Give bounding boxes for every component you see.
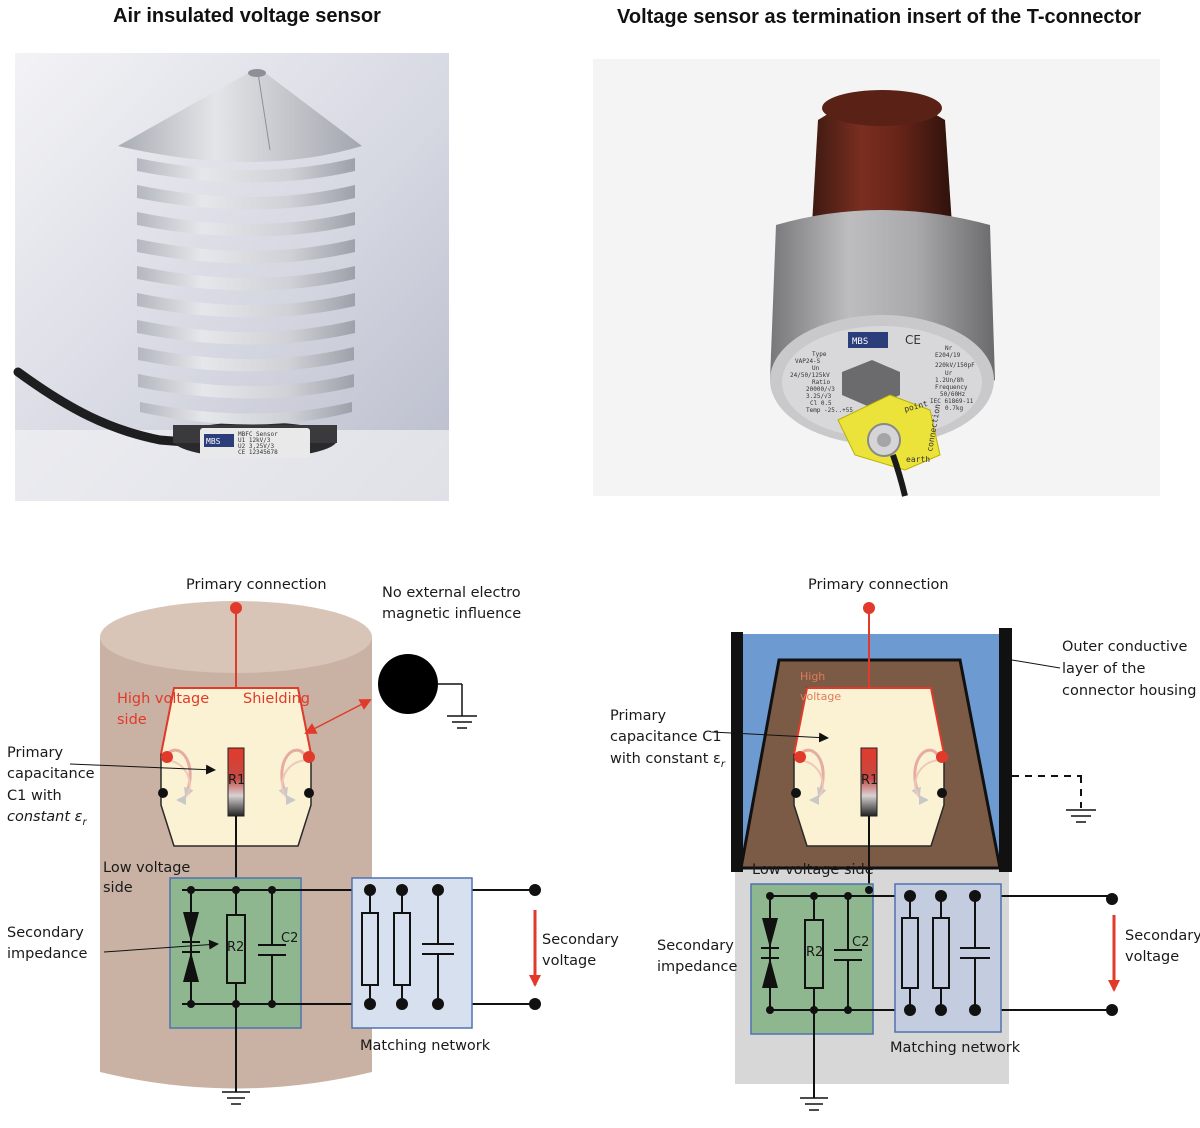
- left-label-line: CE 12345678: [238, 449, 278, 456]
- external-field-source: [378, 654, 438, 714]
- svg-text:Nr: Nr: [945, 345, 953, 352]
- svg-text:Ur: Ur: [945, 370, 953, 377]
- photo-air-insulated-sensor: MBS MBFC Sensor U1 12kV/3 U2 3,25V/3 CE …: [13, 53, 449, 501]
- left-label-line: MBFC Sensor: [238, 431, 278, 438]
- svg-text:3.25/√3: 3.25/√3: [806, 393, 832, 400]
- secondary-voltage-label-right: voltage: [1125, 949, 1179, 965]
- primary-cap-label-right: with constant εr: [610, 751, 726, 770]
- matching-network-label: Matching network: [360, 1038, 491, 1054]
- outer-layer-label: Outer conductive: [1062, 639, 1187, 655]
- secondary-impedance-label: Secondary: [7, 925, 84, 941]
- c2-label-right: C2: [852, 935, 869, 950]
- ce-mark: CE: [905, 333, 921, 347]
- primary-cap-label-right: capacitance C1: [610, 729, 722, 745]
- left-photo-brand: MBS: [206, 437, 221, 446]
- high-voltage-right: High: [800, 670, 825, 683]
- high-voltage-label: side: [117, 712, 147, 728]
- shielding-arrow: [304, 699, 372, 734]
- right-label-right: Nr E204/19 220kV/150pF Ur 1.2Un/8h Frequ…: [930, 345, 975, 412]
- sensor-fins: [137, 158, 355, 425]
- svg-text:Type: Type: [812, 351, 827, 358]
- svg-text:Ratio: Ratio: [812, 379, 830, 386]
- primary-cap-label-right: Primary: [610, 708, 666, 724]
- left-label-line: U1 12kV/3: [238, 437, 271, 444]
- r2-label: R2: [227, 940, 244, 955]
- r1-label-right: R1: [861, 773, 878, 788]
- svg-text:1.2Un/8h: 1.2Un/8h: [935, 377, 964, 384]
- primary-cap-label: C1 with: [7, 788, 62, 804]
- r2-label-right: R2: [806, 945, 823, 960]
- svg-text:E204/19: E204/19: [935, 352, 961, 359]
- right-label-left: Type VAP24-S Un 24/50/125kV Ratio 20000/…: [790, 351, 853, 414]
- svg-text:IEC 61869-11: IEC 61869-11: [930, 398, 974, 405]
- left-label-line: U2 3,25V/3: [238, 443, 275, 450]
- svg-text:Cl 0.5: Cl 0.5: [810, 400, 832, 407]
- primary-cap-label: constant εr: [7, 809, 87, 828]
- output-terminal: [529, 884, 541, 896]
- svg-text:Un: Un: [812, 365, 820, 372]
- primary-terminal: [230, 602, 242, 614]
- diagram-air-insulated: R1 R2: [7, 577, 619, 1105]
- diagram-t-connector: R1 High voltage R2: [610, 577, 1200, 1111]
- svg-text:VAP24-S: VAP24-S: [795, 358, 821, 365]
- photo-t-connector-sensor: MBS CE Type VAP24-S Un 24/50/125kV Ratio…: [593, 59, 1160, 497]
- secondary-voltage-label: Secondary: [542, 932, 619, 948]
- no-external-label: magnetic influence: [382, 606, 521, 622]
- high-voltage-label: High voltage: [117, 691, 209, 707]
- primary-connection-label-right: Primary connection: [808, 577, 949, 593]
- svg-text:50/60Hz: 50/60Hz: [940, 391, 966, 398]
- low-voltage-label-right: Low voltage side: [752, 862, 874, 878]
- r1-label: R1: [228, 773, 245, 788]
- primary-cap-label: Primary: [7, 745, 63, 761]
- svg-text:220kV/150pF: 220kV/150pF: [935, 362, 975, 369]
- svg-text:Frequency: Frequency: [935, 384, 968, 391]
- right-photo-brand: MBS: [852, 337, 868, 347]
- tag-earth-text: earth: [906, 455, 930, 464]
- secondary-impedance-label-right: impedance: [657, 959, 738, 975]
- no-external-label: No external electro: [382, 585, 521, 601]
- svg-text:0.7kg: 0.7kg: [945, 405, 963, 412]
- secondary-voltage-label-right: Secondary: [1125, 928, 1200, 944]
- shielding-label: Shielding: [243, 691, 310, 707]
- svg-text:20000/√3: 20000/√3: [806, 386, 835, 393]
- left-title: Air insulated voltage sensor: [113, 5, 381, 27]
- svg-text:Temp -25..+55: Temp -25..+55: [806, 407, 853, 414]
- low-voltage-label: Low voltage: [103, 860, 190, 876]
- primary-cap-label: capacitance: [7, 766, 95, 782]
- outer-layer-label: connector housing: [1062, 683, 1196, 699]
- high-voltage-right: voltage: [800, 690, 841, 703]
- secondary-impedance-label-right: Secondary: [657, 938, 734, 954]
- right-title: Voltage sensor as termination insert of …: [617, 6, 1142, 28]
- secondary-voltage-label: voltage: [542, 953, 596, 969]
- secondary-impedance-label: impedance: [7, 946, 88, 962]
- primary-connection-label: Primary connection: [186, 577, 327, 593]
- output-terminal: [529, 998, 541, 1010]
- c2-label: C2: [281, 931, 298, 946]
- outer-layer-label: layer of the: [1062, 661, 1145, 677]
- low-voltage-label: side: [103, 880, 133, 896]
- matching-network-label-right: Matching network: [890, 1040, 1021, 1056]
- svg-text:24/50/125kV: 24/50/125kV: [790, 372, 830, 379]
